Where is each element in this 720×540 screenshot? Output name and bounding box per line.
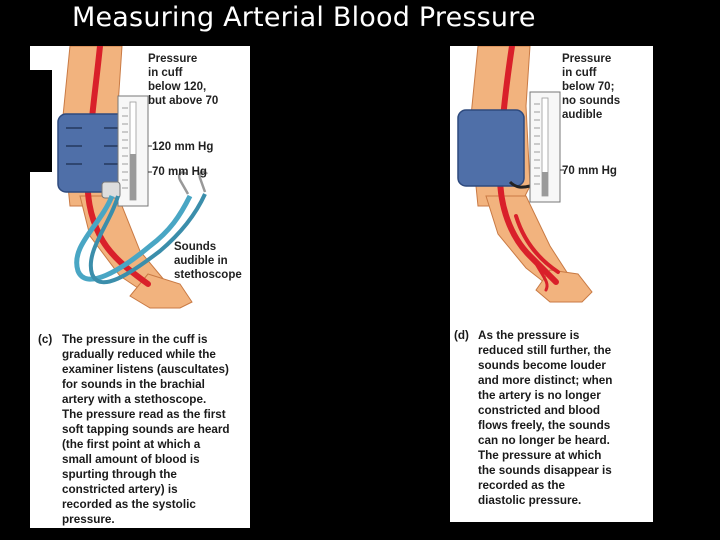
gauge-mercury-column xyxy=(130,154,136,200)
caption-c: The pressure in the cuff is gradually re… xyxy=(62,333,230,526)
blood-pressure-cuff xyxy=(457,109,525,187)
gauge-mercury-column xyxy=(542,172,548,196)
caption-letter-c: (c) xyxy=(38,333,53,346)
gauge-70-label: 70 mm Hg xyxy=(562,165,617,177)
gauge-70-label: 70 mm Hg xyxy=(152,166,207,178)
slide-title: Measuring Arterial Blood Pressure xyxy=(72,2,536,33)
caption-d: As the pressure is reduced still further… xyxy=(478,329,613,507)
caption-letter-d: (d) xyxy=(454,329,469,342)
pressure-in-cuff-label: Pressure in cuff below 70; no sounds aud… xyxy=(562,53,621,121)
panel-d-illustration: Pressure in cuff below 70; no sounds aud… xyxy=(450,46,653,522)
brachial-artery xyxy=(84,46,151,287)
arm-cuff-stethoscope-figure xyxy=(57,46,208,309)
arm-cuff-figure xyxy=(457,46,593,303)
panel-c-illustration: Pressure in cuff below 120, but above 70… xyxy=(30,46,250,528)
gauge-120-label: 120 mm Hg xyxy=(152,141,214,153)
pressure-in-cuff-label: Pressure in cuff below 120, but above 70 xyxy=(148,53,219,107)
brachial-artery xyxy=(496,46,559,285)
stethoscope-tubing xyxy=(74,194,193,282)
sounds-audible-label: Sounds audible in stethoscope xyxy=(174,241,242,281)
stethoscope-earpieces xyxy=(177,170,208,195)
black-tab xyxy=(30,70,52,172)
